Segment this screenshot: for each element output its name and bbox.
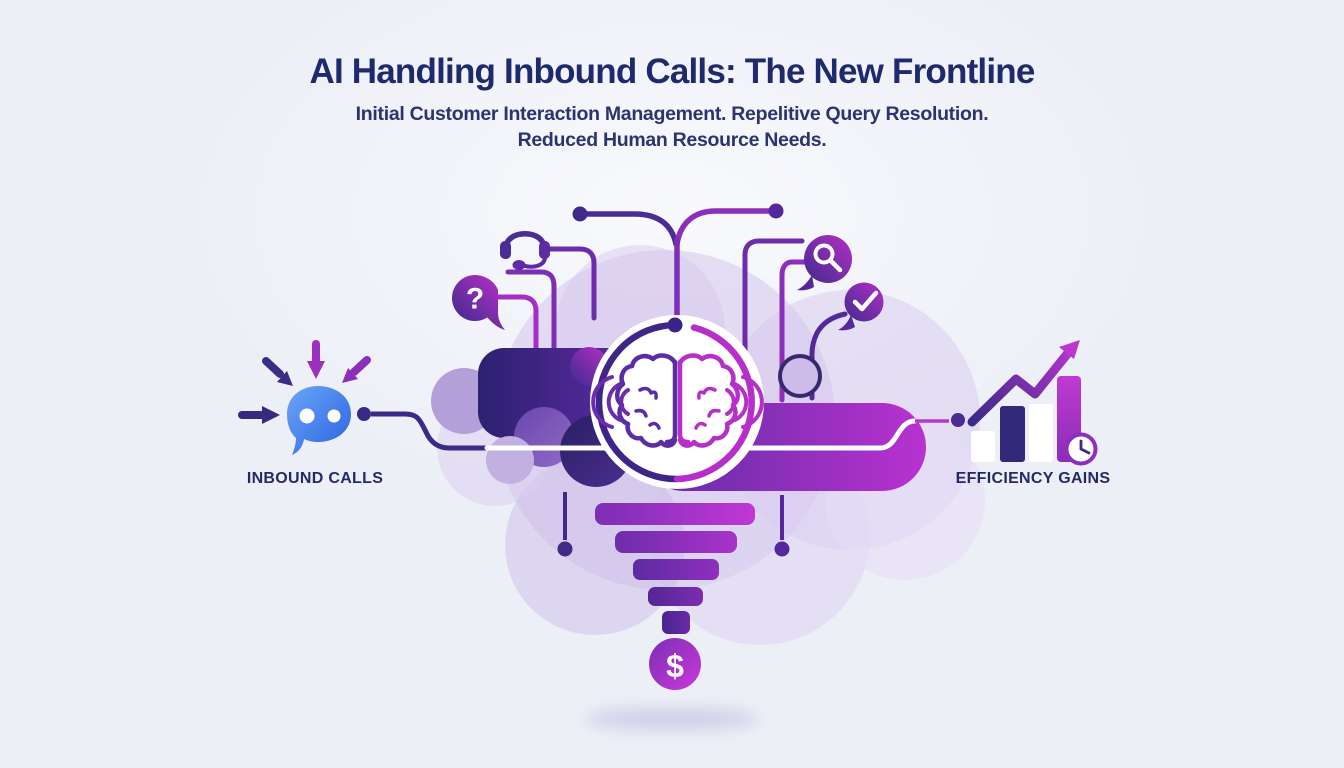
inbound-calls-label: INBOUND CALLS (246, 470, 384, 487)
page-title: AI Handling Inbound Calls: The New Front… (309, 52, 1035, 91)
efficiency-gains-label: EFFICIENCY GAINS (955, 470, 1111, 487)
sound-waves-icon (591, 375, 764, 429)
page-subtitle: Initial Customer Interaction Management.… (0, 101, 1344, 153)
growth-arrow-icon (967, 340, 1080, 427)
flow-line (484, 413, 965, 451)
chat-bubble-icon (287, 386, 351, 455)
funnel-icon (595, 503, 755, 634)
dollar-coin-icon: $ (649, 638, 701, 690)
circuit-lines (496, 203, 848, 408)
subtitle-line-2: Reduced Human Resource Needs. (517, 129, 827, 151)
headset-icon (500, 231, 550, 270)
clock-icon (1064, 432, 1098, 466)
question-bubble-icon: ? (452, 275, 505, 330)
ground-shadow (584, 708, 760, 730)
question-symbol: ? (466, 283, 484, 316)
check-bubble-icon (838, 282, 884, 331)
funnel-side-lines (557, 492, 790, 557)
chat-connector (357, 407, 490, 451)
dollar-symbol: $ (666, 648, 684, 684)
magnifier-bubble-icon (797, 235, 852, 291)
brain-medallion (590, 315, 764, 489)
inbound-arrows-icon (238, 340, 371, 424)
decor-ring (778, 354, 822, 398)
subtitle-line-1: Initial Customer Interaction Management.… (355, 103, 989, 125)
